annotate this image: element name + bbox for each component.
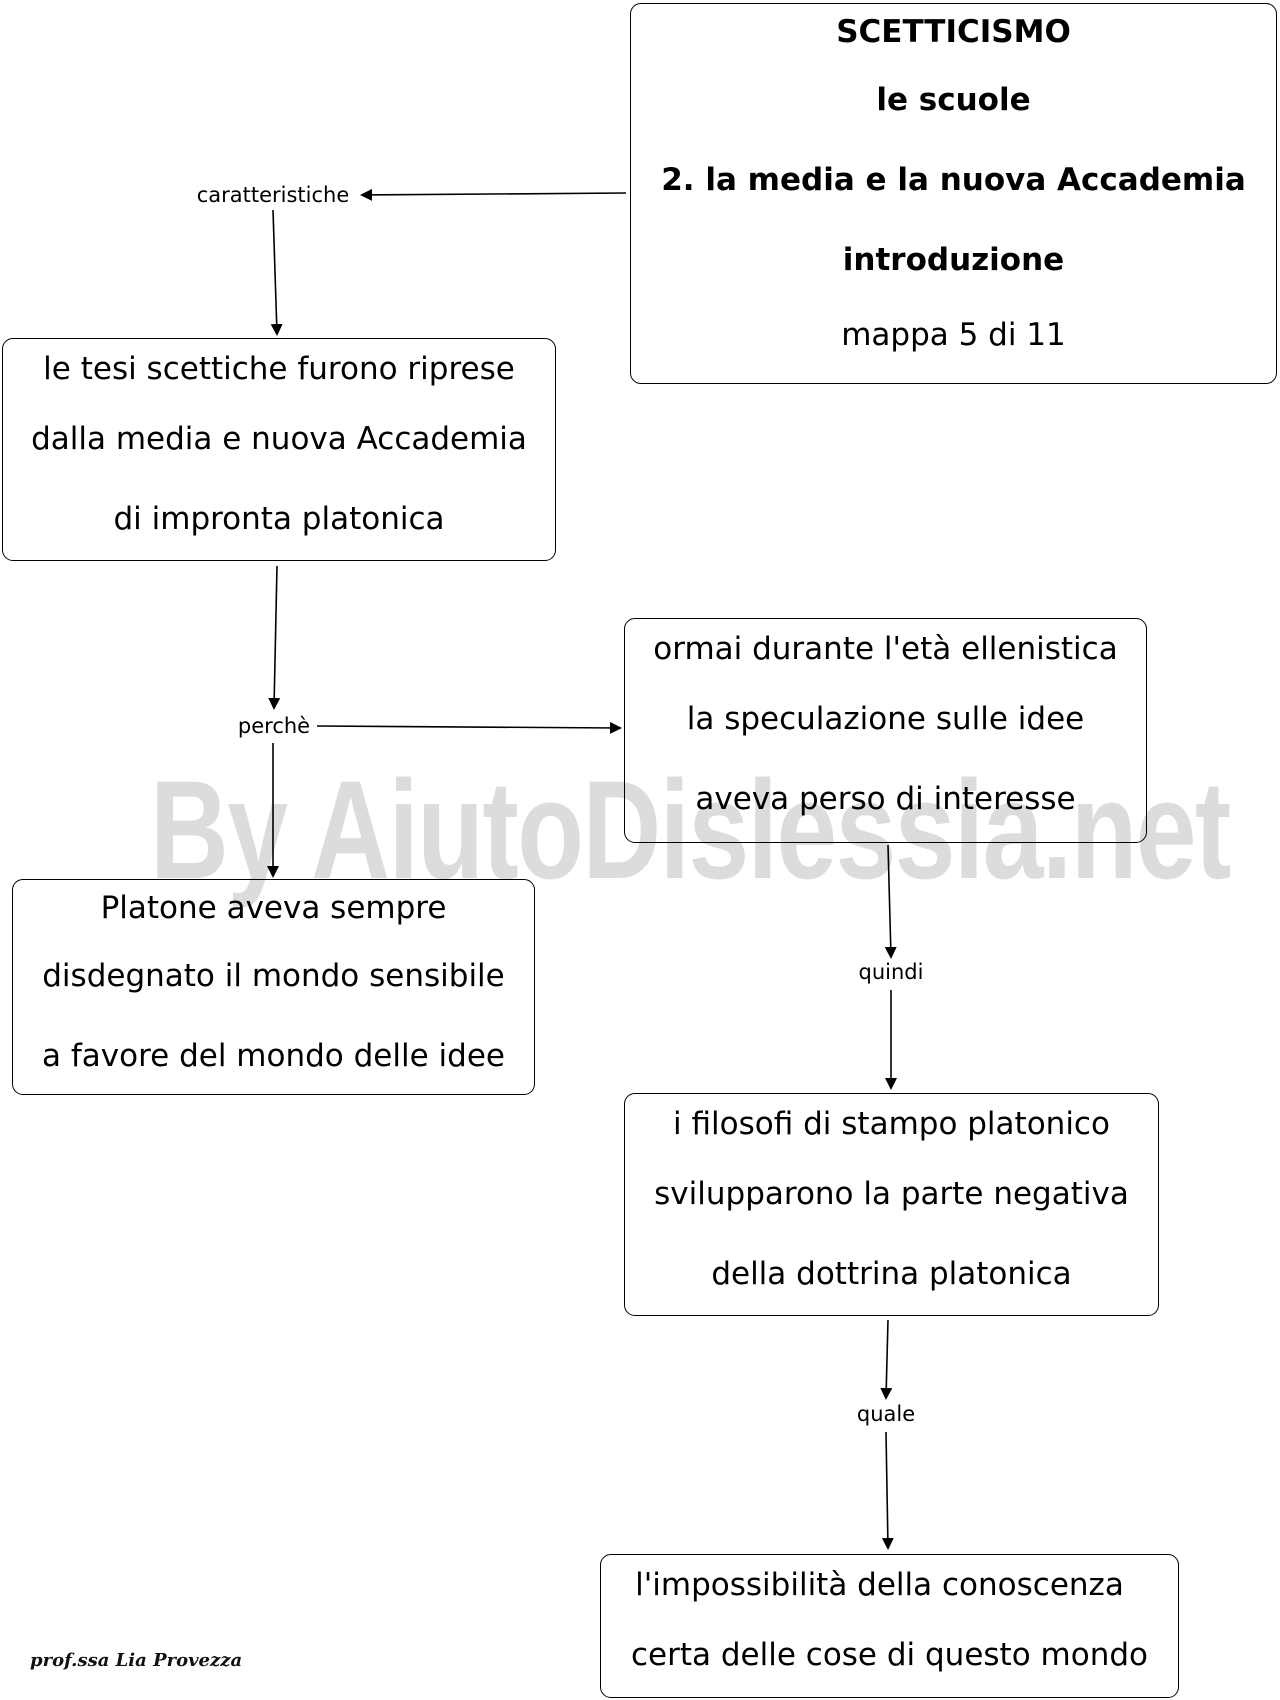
node-platone: Platone aveva sempre disdegnato il mondo… bbox=[12, 879, 535, 1095]
title-subtitle-schools: le scuole bbox=[876, 82, 1031, 118]
node-tesi-line-1: le tesi scettiche furono riprese bbox=[43, 351, 515, 387]
node-filosofi: i filosofi di stampo platonico sviluppar… bbox=[624, 1093, 1159, 1316]
node-impossibilita: l'impossibilità della conoscenza certa d… bbox=[600, 1554, 1179, 1698]
title-subtitle-academy: 2. la media e la nuova Accademia bbox=[661, 162, 1246, 198]
arrow-title-to-caratteristiche bbox=[360, 188, 627, 201]
node-tesi-line-2: dalla media e nuova Accademia bbox=[31, 421, 527, 457]
link-label-perche: perchè bbox=[234, 714, 314, 738]
line-filosofi-to-quale bbox=[880, 1319, 893, 1400]
line-tesi-to-perche bbox=[268, 565, 281, 710]
node-impossibilita-line-2: certa delle cose di questo mondo bbox=[631, 1637, 1148, 1673]
link-label-quindi: quindi bbox=[855, 960, 927, 984]
node-eta-line-1: ormai durante l'età ellenistica bbox=[653, 631, 1118, 667]
node-tesi-line-3: di impronta platonica bbox=[113, 501, 445, 537]
node-eta-ellenistica: ormai durante l'età ellenistica la specu… bbox=[624, 618, 1147, 843]
node-filosofi-line-3: della dottrina platonica bbox=[711, 1256, 1072, 1292]
arrow-caratteristiche-to-tesi bbox=[270, 209, 283, 336]
line-eta-to-quindi bbox=[884, 844, 897, 959]
arrow-quale-to-impossibilita bbox=[881, 1431, 894, 1550]
link-label-quale: quale bbox=[853, 1402, 919, 1426]
node-eta-line-3: aveva perso di interesse bbox=[695, 781, 1076, 817]
title-main: SCETTICISMO bbox=[836, 14, 1071, 50]
author-signature: prof.ssa Lia Provezza bbox=[30, 1650, 243, 1671]
node-filosofi-line-2: svilupparono la parte negativa bbox=[654, 1176, 1129, 1212]
node-platone-line-1: Platone aveva sempre bbox=[100, 890, 447, 926]
map-number: mappa 5 di 11 bbox=[841, 317, 1066, 353]
node-filosofi-line-1: i filosofi di stampo platonico bbox=[673, 1106, 1110, 1142]
node-tesi-scettiche: le tesi scettiche furono riprese dalla m… bbox=[2, 338, 556, 561]
link-label-caratteristiche: caratteristiche bbox=[193, 183, 353, 207]
node-platone-line-2: disdegnato il mondo sensibile bbox=[42, 958, 505, 994]
title-box: SCETTICISMO le scuole 2. la media e la n… bbox=[630, 3, 1277, 384]
node-impossibilita-line-1: l'impossibilità della conoscenza bbox=[635, 1567, 1124, 1603]
title-subtitle-introduction: introduzione bbox=[842, 242, 1065, 278]
arrow-perche-to-eta bbox=[316, 721, 622, 734]
node-platone-line-3: a favore del mondo delle idee bbox=[42, 1038, 505, 1074]
node-eta-line-2: la speculazione sulle idee bbox=[686, 701, 1085, 737]
